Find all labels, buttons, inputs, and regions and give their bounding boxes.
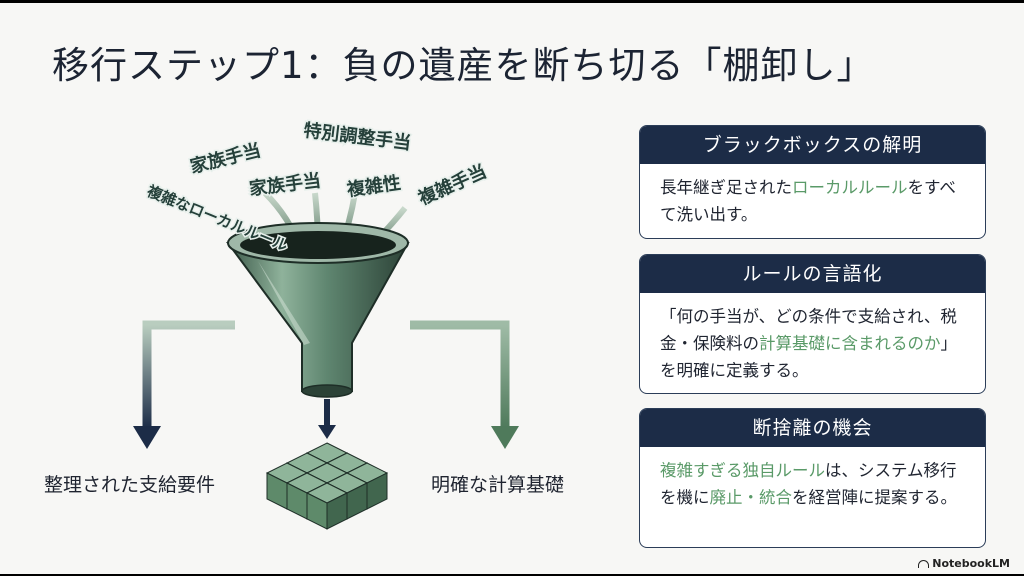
keyword-5: 複雑性 xyxy=(345,172,403,201)
body-text: は、システム移行を機に xyxy=(660,461,957,507)
card-body: 長年継ぎ足されたローカルルールをすべて洗い出す。 xyxy=(640,164,985,228)
slide-title: 移行ステップ1：負の遺産を断ち切る「棚卸し」 xyxy=(52,44,875,87)
card-body: 複雑すぎる独自ルールは、システム移行を機に廃止・統合を経営陣に提案する。 xyxy=(640,447,985,511)
right-arrow-head xyxy=(491,426,519,449)
card-verbalization: ルールの言語化 「何の手当が、どの条件で支給され、税金・保険料の計算基礎に含まれ… xyxy=(639,254,986,394)
highlighted-text: 複雑すぎる独自ルール xyxy=(660,461,825,480)
highlighted-text: ローカルルール xyxy=(792,178,908,197)
card-heading: ルールの言語化 xyxy=(640,255,985,293)
left-branch-arrow xyxy=(142,320,235,428)
card-heading: 断捨離の機会 xyxy=(640,409,985,447)
organized-requirements-label: 整理された支給要件 xyxy=(44,474,216,496)
body-text: をすべて洗い出す。 xyxy=(660,178,956,224)
keyword-6: 複雑手当 xyxy=(414,160,490,210)
card-heading: ブラックボックスの解明 xyxy=(640,126,985,164)
cube-face xyxy=(326,492,348,530)
highlighted-text: 廃止・統合 xyxy=(709,488,793,507)
slide: 移行ステップ1：負の遺産を断ち切る「棚卸し」 xyxy=(0,3,1024,574)
body-text: 「何の手当が、どの条件で支給され、税金・保険料の xyxy=(660,307,957,353)
body-text: を経営陣に提案する。 xyxy=(792,488,957,507)
card-decluttering: 断捨離の機会 複雑すぎる独自ルールは、システム移行を機に廃止・統合を経営陣に提案… xyxy=(639,408,986,548)
notebooklm-watermark: NotebookLM xyxy=(918,557,1010,570)
keyword-4: 家族手当 xyxy=(248,169,322,200)
body-text: 」を明確に定義する。 xyxy=(660,334,957,380)
notebooklm-logo-icon xyxy=(918,559,930,568)
clear-calculation-basis-label: 明確な計算基礎 xyxy=(431,474,565,496)
highlighted-text: 計算基礎に含まれるのか xyxy=(759,334,941,353)
card-blackbox: ブラックボックスの解明 長年継ぎ足されたローカルルールをすべて洗い出す。 xyxy=(639,125,986,239)
cube-grid-icon xyxy=(265,442,389,530)
brand-label: NotebookLM xyxy=(932,557,1010,570)
left-arrow-head xyxy=(133,426,161,449)
keyword-1: 家族手当 xyxy=(188,139,263,178)
funnel-icon xyxy=(226,222,410,398)
right-branch-arrow xyxy=(410,320,510,428)
body-text: 長年継ぎ足された xyxy=(660,178,792,197)
funnel-illustration: 家族手当 特別調整手当 複雑なローカルルール 家族手当 複雑性 複雑手当 xyxy=(133,118,519,530)
card-body: 「何の手当が、どの条件で支給され、税金・保険料の計算基礎に含まれるのか」を明確に… xyxy=(640,293,985,384)
keyword-2: 特別調整手当 xyxy=(302,119,412,154)
